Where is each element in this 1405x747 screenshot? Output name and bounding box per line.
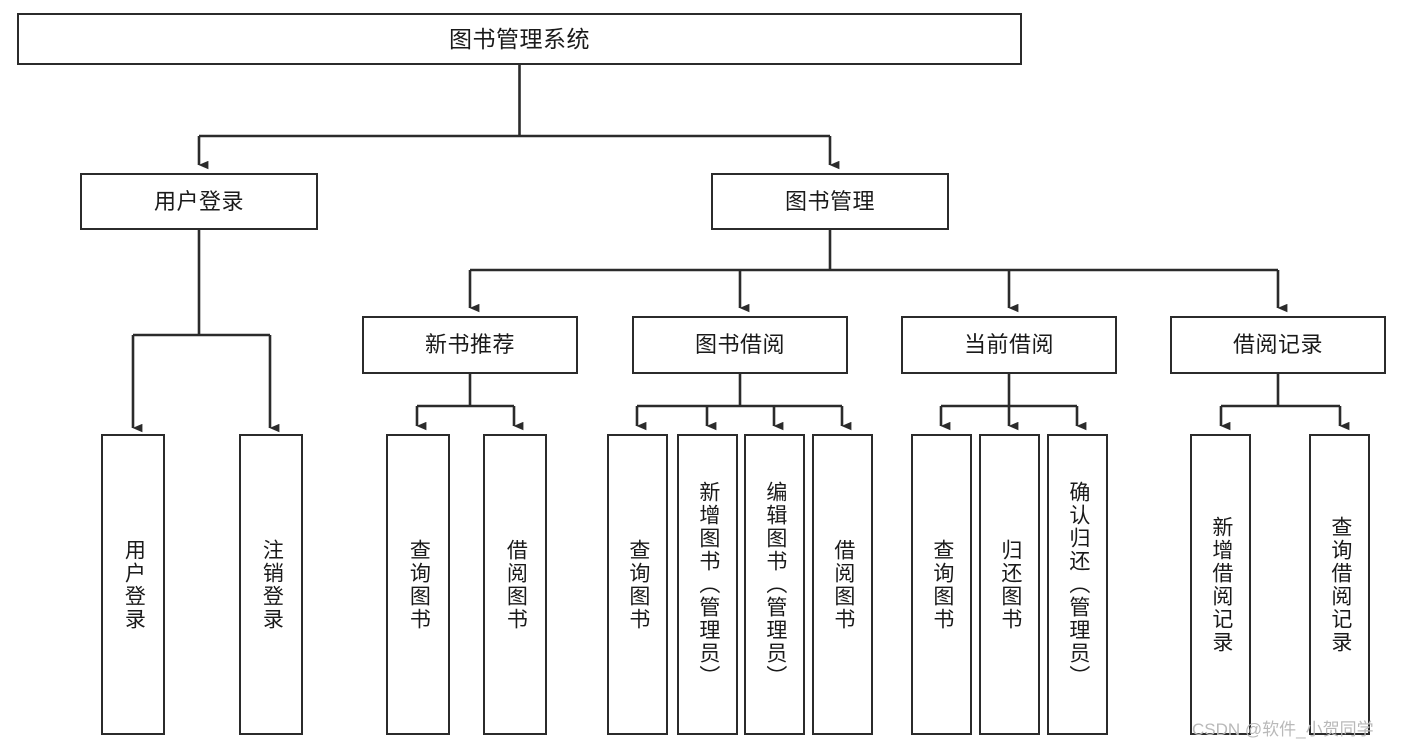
node-leaf-return-book-label: 归还图书: [998, 538, 1022, 631]
node-leaf-edit-book[interactable]: 编辑图书（管理员）: [744, 434, 805, 735]
node-borrow-record[interactable]: 借阅记录: [1170, 316, 1386, 374]
node-leaf-user-login-label: 用户登录: [122, 538, 146, 631]
node-root-label: 图书管理系统: [449, 25, 590, 52]
node-book-borrow[interactable]: 图书借阅: [632, 316, 848, 374]
node-current-borrow[interactable]: 当前借阅: [901, 316, 1117, 374]
node-leaf-query-record[interactable]: 查询借阅记录: [1309, 434, 1370, 735]
node-borrow-record-label: 借阅记录: [1232, 332, 1323, 358]
node-book-borrow-label: 图书借阅: [694, 332, 785, 358]
node-user-login-label: 用户登录: [153, 188, 244, 214]
node-leaf-add-record[interactable]: 新增借阅记录: [1190, 434, 1251, 735]
node-leaf-borrow-book-2[interactable]: 借阅图书: [812, 434, 873, 735]
node-leaf-edit-book-label: 编辑图书（管理员）: [763, 481, 787, 688]
node-book-manage[interactable]: 图书管理: [711, 173, 949, 230]
node-leaf-query-record-label: 查询借阅记录: [1328, 515, 1352, 654]
node-leaf-confirm-return[interactable]: 确认归还（管理员）: [1047, 434, 1108, 735]
node-leaf-borrow-book-1[interactable]: 借阅图书: [483, 434, 547, 735]
node-leaf-query-book-1-label: 查询图书: [407, 538, 431, 631]
node-root[interactable]: 图书管理系统: [17, 13, 1022, 65]
node-user-login[interactable]: 用户登录: [80, 173, 318, 230]
node-leaf-user-logout-label: 注销登录: [260, 538, 284, 631]
node-leaf-add-book-label: 新增图书（管理员）: [696, 481, 720, 688]
node-leaf-query-book-3-label: 查询图书: [930, 538, 954, 631]
node-leaf-query-book-3[interactable]: 查询图书: [911, 434, 972, 735]
node-current-borrow-label: 当前借阅: [963, 332, 1054, 358]
node-leaf-add-book[interactable]: 新增图书（管理员）: [677, 434, 738, 735]
node-leaf-query-book-2-label: 查询图书: [626, 538, 650, 631]
node-leaf-return-book[interactable]: 归还图书: [979, 434, 1040, 735]
node-leaf-add-record-label: 新增借阅记录: [1209, 515, 1233, 654]
node-leaf-query-book-1[interactable]: 查询图书: [386, 434, 450, 735]
node-leaf-borrow-book-1-label: 借阅图书: [504, 538, 528, 631]
node-book-manage-label: 图书管理: [784, 188, 875, 214]
node-new-book-rec-label: 新书推荐: [424, 332, 515, 358]
node-leaf-user-login[interactable]: 用户登录: [101, 434, 165, 735]
node-new-book-rec[interactable]: 新书推荐: [362, 316, 578, 374]
node-leaf-confirm-return-label: 确认归还（管理员）: [1066, 481, 1090, 688]
node-leaf-borrow-book-2-label: 借阅图书: [831, 538, 855, 631]
node-leaf-query-book-2[interactable]: 查询图书: [607, 434, 668, 735]
watermark-text: CSDN @软件_小贺同学: [1192, 720, 1374, 739]
node-leaf-user-logout[interactable]: 注销登录: [239, 434, 303, 735]
